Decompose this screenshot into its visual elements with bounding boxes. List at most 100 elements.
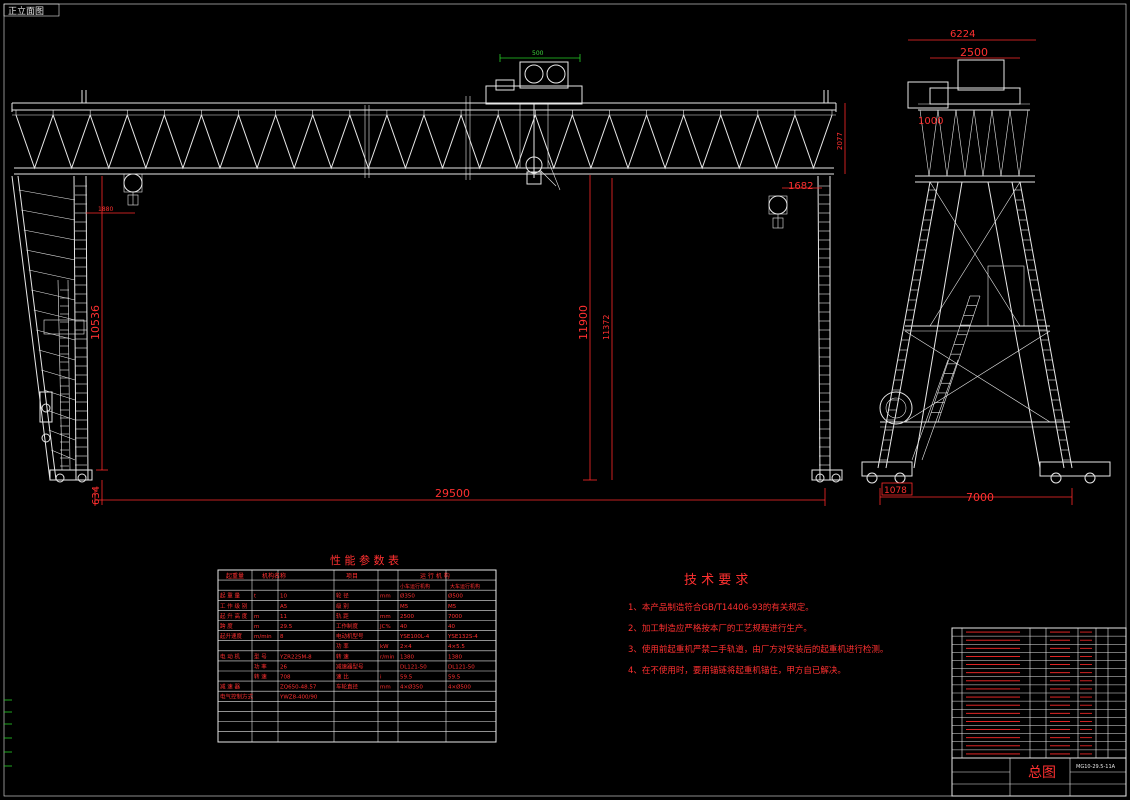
tech-item: 4、在不使用时，要用锚链将起重机锚住，甲方自已解决。 — [628, 665, 846, 676]
perf-cell: 功 率 — [336, 642, 349, 650]
right-leg — [811, 175, 843, 483]
perf-cell: 转 速 — [336, 652, 349, 660]
tech-item: 1、本产品制造符合GB/T14406-93的有关规定。 — [628, 602, 814, 613]
perf-cell: 减速器型号 — [336, 662, 364, 670]
perf-table-title: 性 能 参 数 表 — [330, 553, 399, 567]
perf-cell: 功 率 — [254, 662, 267, 670]
dim-height-total: 11900 — [577, 305, 590, 340]
perf-cell: 电气控制方式 — [220, 693, 254, 701]
performance-table: 性 能 参 数 表 起重量机构名称项目运 行 机 构小车运行机构大车运行机构起 … — [217, 553, 497, 743]
perf-cell: r/min — [380, 654, 395, 660]
dim-trolley-left: 1880 — [98, 206, 113, 213]
front-dimensions: 29500 11900 11372 10536 634 2077 1880 16… — [86, 103, 846, 506]
side-elevation: 6224 2500 1000 7000 1078 — [861, 29, 1111, 505]
perf-cell: 电 动 机 — [220, 652, 240, 660]
perf-cell: 车轮直径 — [336, 683, 359, 691]
perf-cell: JC% — [379, 624, 391, 630]
perf-cell: 40 — [448, 624, 455, 630]
perf-cell: m/min — [254, 634, 272, 640]
perf-cell: 1380 — [448, 654, 462, 660]
perf-cell: 起 升 高 度 — [220, 612, 248, 620]
title-tab[interactable]: 正立面图 — [3, 3, 60, 17]
dim-span: 29500 — [435, 487, 470, 500]
perf-cell: 11 — [280, 614, 287, 620]
perf-cell: mm — [380, 614, 391, 620]
dim-side-top: 6224 — [950, 29, 975, 40]
perf-cell: 4×Ø500 — [448, 684, 471, 691]
left-cable-reel — [123, 173, 143, 206]
perf-cell: 26 — [280, 664, 287, 670]
perf-cell: 工作制度 — [336, 622, 359, 630]
tech-item: 3、使用前起重机严禁二手轨道，由厂方对安装后的起重机进行检测。 — [628, 644, 888, 655]
dim-side-1000: 1000 — [918, 116, 943, 127]
perf-cell: 转 速 — [254, 673, 267, 681]
dim-side-base: 7000 — [966, 491, 994, 504]
perf-cell: Ø500 — [448, 593, 463, 600]
sheet-border — [3, 3, 1127, 797]
title-tab-label: 正立面图 — [8, 5, 44, 17]
perf-cell: 轮 径 — [336, 592, 349, 600]
perf-cell: 起升速度 — [220, 632, 243, 640]
perf-cell: 起 重 量 — [220, 592, 240, 600]
dim-leg-height: 10536 — [89, 305, 102, 340]
tech-requirements: 技 术 要 求 1、本产品制造符合GB/T14406-93的有关规定。 2、加工制… — [628, 573, 888, 676]
perf-cell: 708 — [280, 675, 291, 681]
title-code: MG10-29.5-11A — [1076, 764, 1116, 770]
perf-cell: t — [254, 594, 257, 600]
perf-cell: 2×4 — [400, 644, 412, 650]
dim-side-1078: 1078 — [884, 486, 907, 496]
dim-bottom: 634 — [91, 486, 102, 505]
perf-header-cell: 小车运行机构 — [400, 583, 430, 590]
perf-cell: 跨 度 — [220, 622, 233, 630]
left-margin-marks — [4, 699, 12, 767]
perf-cell: 7000 — [448, 614, 462, 620]
perf-cell: YWZ8-400/90 — [279, 695, 318, 701]
perf-cell: mm — [380, 685, 391, 691]
perf-header-cell: 机构名称 — [262, 572, 286, 580]
perf-cell: 1380 — [400, 654, 414, 660]
perf-cell: 2500 — [400, 614, 414, 620]
perf-cell: DL121-50 — [448, 664, 475, 670]
perf-header-cell: 大车运行机构 — [450, 583, 480, 590]
perf-cell: m — [254, 624, 259, 630]
perf-cell: 29.5 — [280, 624, 293, 630]
right-cable-reel — [768, 195, 788, 229]
perf-cell: M5 — [448, 604, 457, 610]
left-leg — [11, 175, 93, 483]
perf-cell: 4×Ø350 — [400, 684, 423, 691]
perf-cell: 8 — [280, 634, 284, 640]
perf-cell: 轨 距 — [336, 612, 349, 620]
perf-cell: DL121-50 — [400, 664, 427, 670]
perf-cell: 减 速 器 — [220, 683, 240, 691]
perf-cell: 速 比 — [336, 673, 349, 681]
tech-item: 2、加工制造应严格按本厂的工艺规程进行生产。 — [628, 623, 812, 634]
dim-side-2500: 2500 — [960, 46, 988, 59]
tech-title: 技 术 要 求 — [684, 573, 748, 588]
perf-cell: kW — [380, 644, 389, 650]
perf-cell: 电动机型号 — [336, 632, 364, 640]
perf-cell: 型 号 — [254, 652, 267, 660]
main-girder — [11, 90, 837, 180]
front-elevation: 500 — [11, 50, 846, 506]
dim-right-end: 2077 — [836, 132, 844, 150]
perf-cell: A5 — [280, 604, 288, 610]
perf-cell: 10 — [280, 594, 287, 600]
perf-cell: Ø350 — [400, 593, 415, 600]
perf-cell: m — [254, 614, 259, 620]
dim-top-small: 500 — [532, 50, 544, 57]
perf-cell: M5 — [400, 604, 409, 610]
perf-cell: 4×5.5 — [448, 644, 465, 650]
title-main: 总图 — [1028, 765, 1056, 781]
trolley: 500 — [485, 50, 583, 191]
perf-cell: YSE132S-4 — [447, 634, 478, 640]
title-block: 总图 MG10-29.5-11A — [951, 627, 1127, 797]
perf-cell: YSE100L-4 — [399, 634, 430, 640]
perf-cell: 工 作 级 别 — [220, 602, 247, 610]
dim-offset-right: 1682 — [788, 181, 813, 192]
perf-cell: i — [380, 675, 382, 681]
perf-cell: mm — [380, 594, 391, 600]
perf-header-cell: 起重量 — [226, 572, 244, 580]
perf-cell: 40 — [400, 624, 407, 630]
dim-height-alt: 11372 — [602, 315, 611, 340]
